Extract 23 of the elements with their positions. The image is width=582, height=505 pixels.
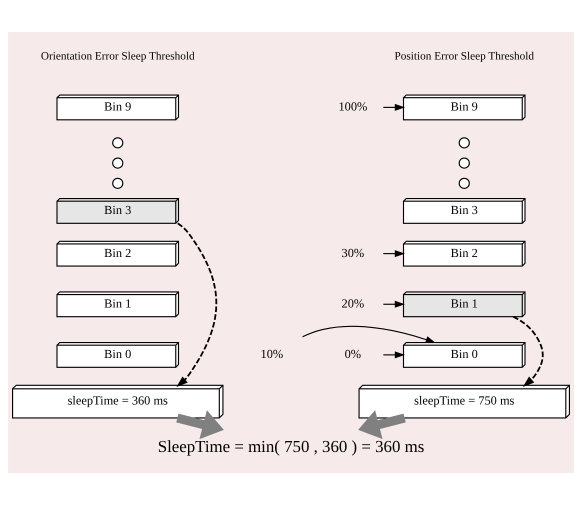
- arrow: [358, 410, 406, 440]
- arrow: [383, 351, 405, 358]
- arrow: [512, 316, 544, 388]
- label: Orientation Error Sleep Threshold: [40, 50, 195, 63]
- node-text: SleepTime = min( 750 , 360 ) = 360 ms: [158, 437, 424, 456]
- node-text: 0%: [344, 347, 362, 362]
- node-text: 20%: [342, 296, 364, 310]
- arrow: [176, 222, 218, 388]
- node-text: 10%: [260, 347, 284, 362]
- node-circle: [458, 157, 470, 169]
- arrow: [383, 300, 405, 308]
- arrow: [383, 104, 405, 111]
- arrow: [383, 250, 405, 258]
- arrow: [302, 326, 436, 344]
- node-circle: [112, 157, 124, 169]
- node-text: 100%: [338, 100, 368, 114]
- node-circle: [458, 137, 470, 148]
- node-text: 30%: [342, 246, 364, 260]
- node-circle: [458, 178, 470, 189]
- label: Position Error Sleep Threshold: [394, 50, 534, 63]
- arrow: [176, 410, 224, 440]
- node-circle: [112, 137, 124, 148]
- node-circle: [112, 178, 124, 189]
